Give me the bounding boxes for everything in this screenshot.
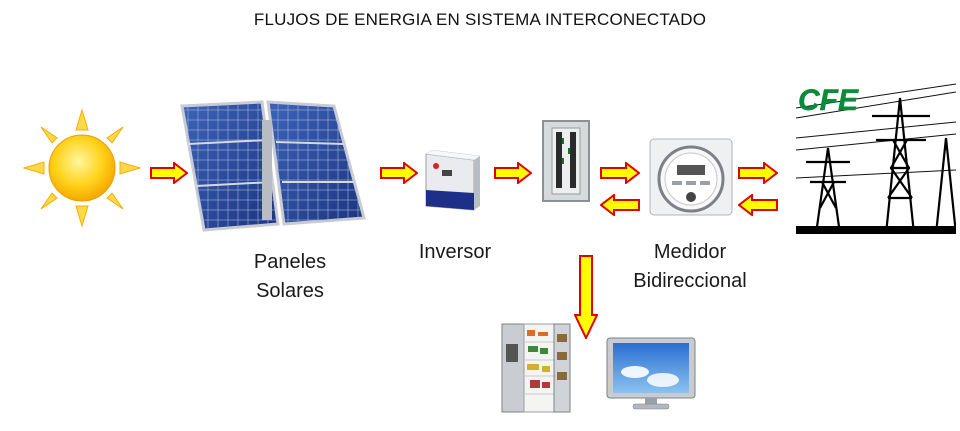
label-solar-panels-line1: Paneles [253, 251, 327, 273]
flow-arrow-panels-to-inverter [380, 162, 418, 184]
meter-image [649, 138, 733, 216]
sun-icon [22, 108, 142, 228]
television-image [606, 337, 696, 410]
label-solar-panels: Paneles Solares [230, 248, 350, 306]
flow-arrow-meter-to-breaker [600, 194, 640, 216]
diagram-title: FLUJOS DE ENERGIA EN SISTEMA INTERCONECT… [253, 10, 707, 29]
label-inverter: Inversor [418, 241, 492, 263]
label-meter-line1: Medidor [653, 241, 727, 263]
refrigerator-image [501, 323, 571, 413]
label-solar-panels-line2: Solares [256, 280, 324, 302]
solar-panels-image [180, 100, 366, 232]
flow-arrow-grid-to-meter [738, 194, 778, 216]
power-tower-image: CFE [796, 78, 956, 234]
flow-arrow-meter-to-grid [738, 162, 778, 184]
label-meter: Medidor Bidireccional [610, 238, 770, 296]
flow-arrow-breaker-to-meter [600, 162, 640, 184]
flow-arrow-breaker-to-appliances [574, 255, 598, 339]
inverter-image [425, 150, 481, 211]
label-meter-line2: Bidireccional [633, 270, 747, 292]
flow-arrow-sun-to-panels [150, 162, 188, 184]
breaker-panel-image [542, 120, 590, 202]
cfe-logo: CFE [798, 84, 859, 117]
flow-arrow-inverter-to-breaker [494, 162, 532, 184]
